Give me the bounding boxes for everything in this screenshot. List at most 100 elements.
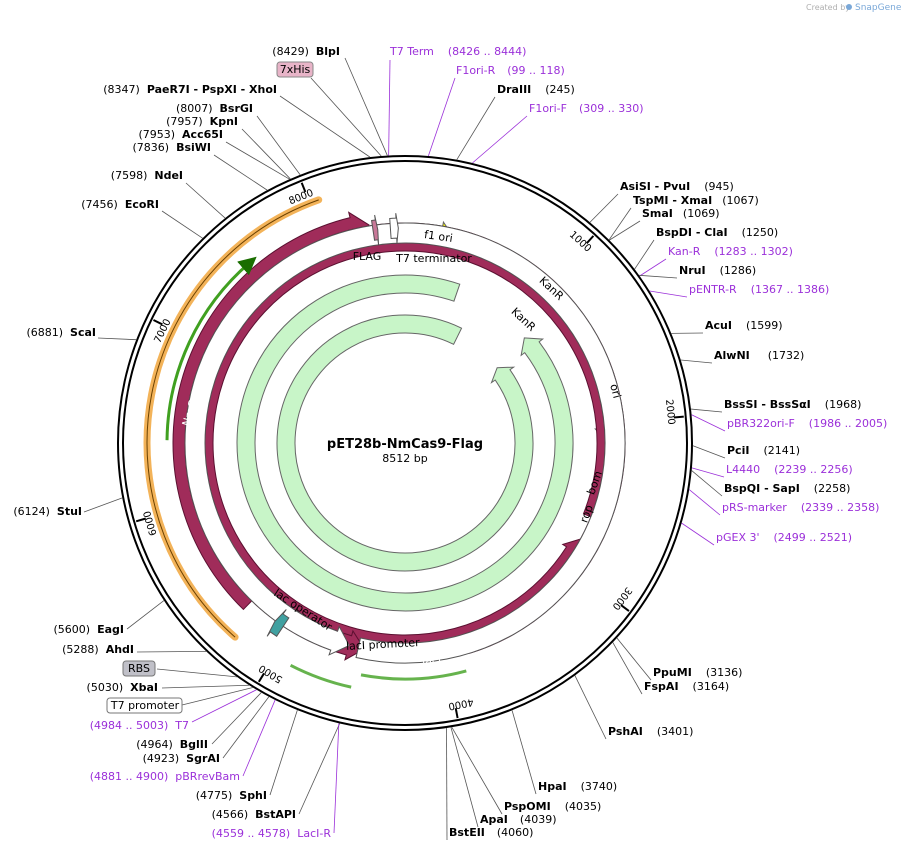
site-label-stui[interactable]: (6124)StuI [13, 505, 82, 518]
site-label-xhoi[interactable]: (8347)PaeR7I - PspXI - XhoI [103, 83, 277, 96]
kanr-inner-label: KanR [509, 305, 539, 334]
site-label-sphi[interactable]: (4775)SphI [196, 789, 267, 802]
leader-line [691, 467, 725, 478]
primer-label-pgex3[interactable]: pGEX 3'(2499 .. 2521) [716, 531, 852, 544]
his-tag-label[interactable]: 7xHis [280, 63, 311, 76]
site-label-nrui[interactable]: NruI(1286) [679, 264, 756, 277]
site-label-alwni[interactable]: AlwNI(1732) [714, 349, 804, 362]
site-label-bsrgi[interactable]: (8007)BsrGI [176, 102, 253, 115]
leader-line [241, 128, 291, 180]
laci-promoter-label: lacI promoter [346, 636, 421, 653]
site-label-draiii[interactable]: DraIII(245) [497, 83, 575, 96]
leader-line [649, 290, 688, 298]
tick-mark [454, 708, 459, 719]
site-label-scai[interactable]: (6881)ScaI [26, 326, 96, 339]
primer-label-t7[interactable]: (4984 .. 5003)T7 [90, 719, 189, 732]
leader-line [279, 95, 371, 158]
leader-line [388, 59, 391, 156]
t7-terminator-arrow [389, 213, 399, 244]
rop-label: rop [578, 503, 596, 524]
site-label-ecori[interactable]: (7456)EcoRI [81, 198, 159, 211]
rbs-label[interactable]: RBS [128, 662, 150, 675]
leader-line [242, 699, 276, 777]
primer-label-kan-r[interactable]: Kan-R(1283 .. 1302) [668, 245, 793, 258]
site-label-acc65i[interactable]: (7953)Acc65I [138, 128, 223, 141]
leader-line [427, 77, 456, 157]
leader-line [310, 77, 382, 157]
site-label-xmai[interactable]: TspMI - XmaI(1067) [633, 194, 759, 207]
orf-orange-line [146, 199, 319, 638]
site-label-bsteii[interactable]: BstEII(4060) [449, 826, 533, 839]
site-label-bsiwi[interactable]: (7836)BsiWI [132, 141, 211, 154]
leader-line [616, 637, 652, 681]
primer-label-prs-marker[interactable]: pRS-marker(2339 .. 2358) [722, 501, 879, 514]
site-label-acui[interactable]: AcuI(1599) [705, 319, 783, 332]
site-label-kpni[interactable]: (7957)KpnI [166, 115, 238, 128]
primer-label-pentr-r[interactable]: pENTR-R(1367 .. 1386) [689, 283, 829, 296]
leader-line [690, 408, 723, 413]
site-label-bstapi[interactable]: (4566)BstAPI [212, 808, 296, 821]
leader-line [269, 709, 298, 796]
primer-label-laci-r[interactable]: (4559 .. 4578)LacI-R [212, 827, 332, 840]
leader-line [211, 692, 262, 745]
site-label-blpi[interactable]: (8429)BlpI [272, 45, 340, 58]
primer-label-pbrrevbam[interactable]: (4881 .. 4900)pBRrevBam [90, 770, 240, 783]
site-label-ndei[interactable]: (7598)NdeI [111, 169, 183, 182]
primer-label-l4440[interactable]: L4440(2239 .. 2256) [726, 463, 853, 476]
primer-label-t7-term[interactable]: T7 Term(8426 .. 8444) [389, 45, 526, 58]
primer-label-f1ori-f[interactable]: F1ori-F(309 .. 330) [529, 102, 644, 115]
site-label-ppumi[interactable]: PpuMI(3136) [653, 666, 742, 679]
site-label-pcii[interactable]: PciI(2141) [727, 444, 800, 457]
t7-promoter-box [106, 697, 183, 714]
leader-line [691, 414, 726, 432]
primer-label-pbr322ori-f[interactable]: pBR322ori-F(1986 .. 2005) [727, 417, 887, 430]
orf-green-bottom [289, 663, 352, 689]
plasmid-length: 8512 bp [382, 452, 427, 465]
leader-line [222, 696, 270, 759]
site-label-fspai[interactable]: FspAI(3164) [644, 680, 729, 693]
site-label-pshai[interactable]: PshAI(3401) [608, 725, 693, 738]
leader-line [225, 141, 290, 180]
site-label-clai[interactable]: BspDI - ClaI(1250) [656, 226, 778, 239]
ori-label: ori [607, 382, 623, 399]
site-label-pspomi[interactable]: PspOMI(4035) [504, 800, 601, 813]
site-label-sgrai[interactable]: (4923)SgrAI [143, 752, 220, 765]
tick-mark [257, 672, 265, 683]
site-label-bsssi[interactable]: BssSI - BssSαI(1968) [724, 398, 861, 411]
site-label-hpai[interactable]: HpaI(3740) [538, 780, 617, 793]
leader-line [456, 96, 496, 160]
tick-mark [673, 415, 684, 419]
leader-line [83, 497, 123, 513]
leader-line [256, 115, 301, 176]
site-label-smai[interactable]: SmaI(1069) [642, 207, 719, 220]
tick-mark [153, 319, 163, 326]
site-label-pvui[interactable]: AsiSI - PvuI(945) [620, 180, 734, 193]
site-label-sapi[interactable]: BspQI - SapI(2258) [724, 482, 850, 495]
leader-line [609, 220, 641, 241]
site-label-eagi[interactable]: (5600)EagI [54, 623, 124, 636]
leader-line [136, 650, 207, 653]
left-labels: (8429)BlpI 7xHis (8347)PaeR7I - PspXI - … [13, 45, 340, 840]
tick-label: 2000 [663, 399, 676, 425]
leader-line [511, 710, 537, 795]
leader-line [688, 489, 721, 516]
leader-line [634, 239, 655, 270]
leader-line [608, 207, 632, 241]
leader-lines [83, 57, 726, 841]
leader-line [298, 723, 341, 815]
leader-line [681, 522, 715, 546]
t7-promoter-label[interactable]: T7 promoter [110, 699, 180, 712]
tick-label: 1000 [567, 229, 593, 254]
leader-line [612, 642, 643, 695]
site-label-ahdi[interactable]: (5288)AhdI [62, 643, 134, 656]
orf-green-laci [360, 669, 467, 681]
site-label-xbai[interactable]: (5030)XbaI [87, 681, 158, 694]
leader-line [156, 668, 237, 678]
right-labels: T7 Term(8426 .. 8444) F1ori-R(99 .. 118)… [389, 45, 887, 839]
site-label-apai[interactable]: ApaI(4039) [480, 813, 556, 826]
site-label-bglii[interactable]: (4964)BglII [136, 738, 208, 751]
leader-line [450, 727, 479, 828]
tick-label: 3000 [610, 585, 634, 612]
primer-label-f1ori-r[interactable]: F1ori-R(99 .. 118) [456, 64, 565, 77]
